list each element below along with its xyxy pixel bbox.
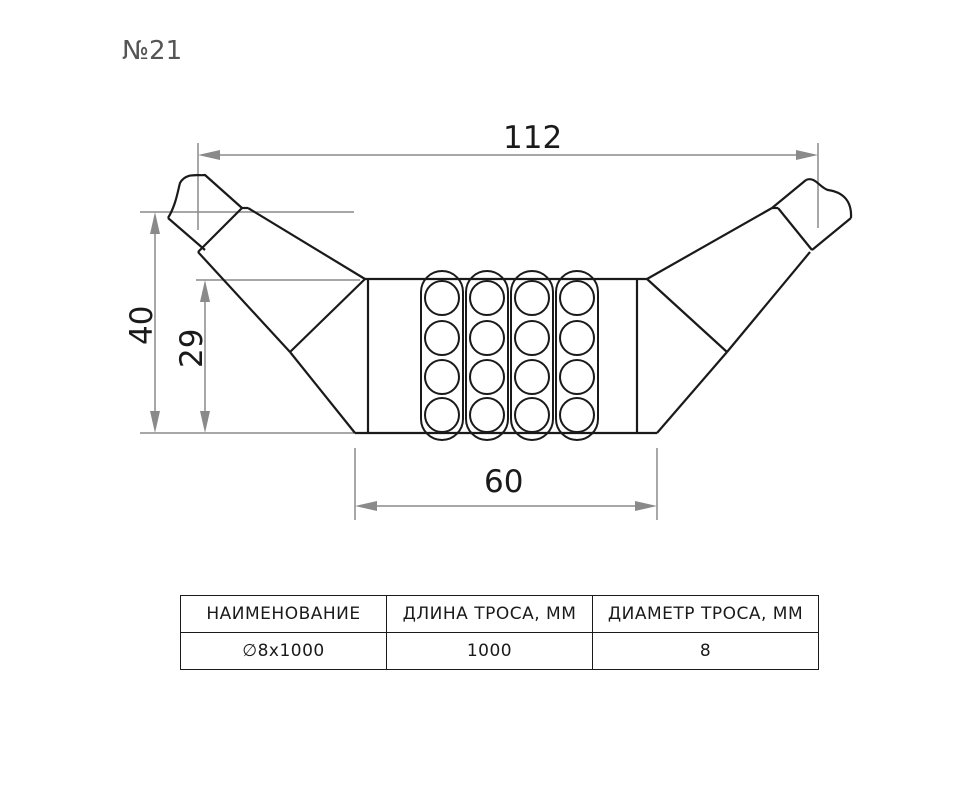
cell-cable-diameter: 8 xyxy=(592,632,819,670)
ring-column-1 xyxy=(420,270,464,441)
crimp-rings xyxy=(420,270,599,441)
dim-base-width-value: 60 xyxy=(484,464,523,500)
dimension-inner-height: 29 xyxy=(174,279,360,433)
header-cable-length: ДЛИНА ТРОСА, ММ xyxy=(386,595,593,633)
cell-cable-length: 1000 xyxy=(386,632,593,670)
dim-overall-width-value: 112 xyxy=(503,120,562,156)
dimension-overall-width: 112 xyxy=(197,120,819,230)
header-cable-diameter: ДИАМЕТР ТРОСА, ММ xyxy=(592,595,819,633)
right-cut-end xyxy=(805,178,853,219)
left-cut-end xyxy=(167,173,243,219)
table-row: ∅8x1000 1000 8 xyxy=(180,632,819,670)
header-name: НАИМЕНОВАНИЕ xyxy=(180,595,387,633)
ring-column-2 xyxy=(465,270,509,441)
spec-table: НАИМЕНОВАНИЕ ДЛИНА ТРОСА, ММ ДИАМЕТР ТРО… xyxy=(180,595,819,670)
dimension-overall-height: 40 xyxy=(124,211,360,434)
dim-overall-height-value: 40 xyxy=(124,306,160,345)
cell-name: ∅8x1000 xyxy=(180,632,387,670)
product-number: №21 xyxy=(122,36,182,66)
dimension-base-width: 60 xyxy=(354,448,658,520)
ring-column-3 xyxy=(510,270,554,441)
product-outline xyxy=(167,173,853,435)
ring-column-4 xyxy=(555,270,599,441)
dim-inner-height-value: 29 xyxy=(174,329,210,368)
spec-table-header-row: НАИМЕНОВАНИЕ ДЛИНА ТРОСА, ММ ДИАМЕТР ТРО… xyxy=(180,595,819,633)
